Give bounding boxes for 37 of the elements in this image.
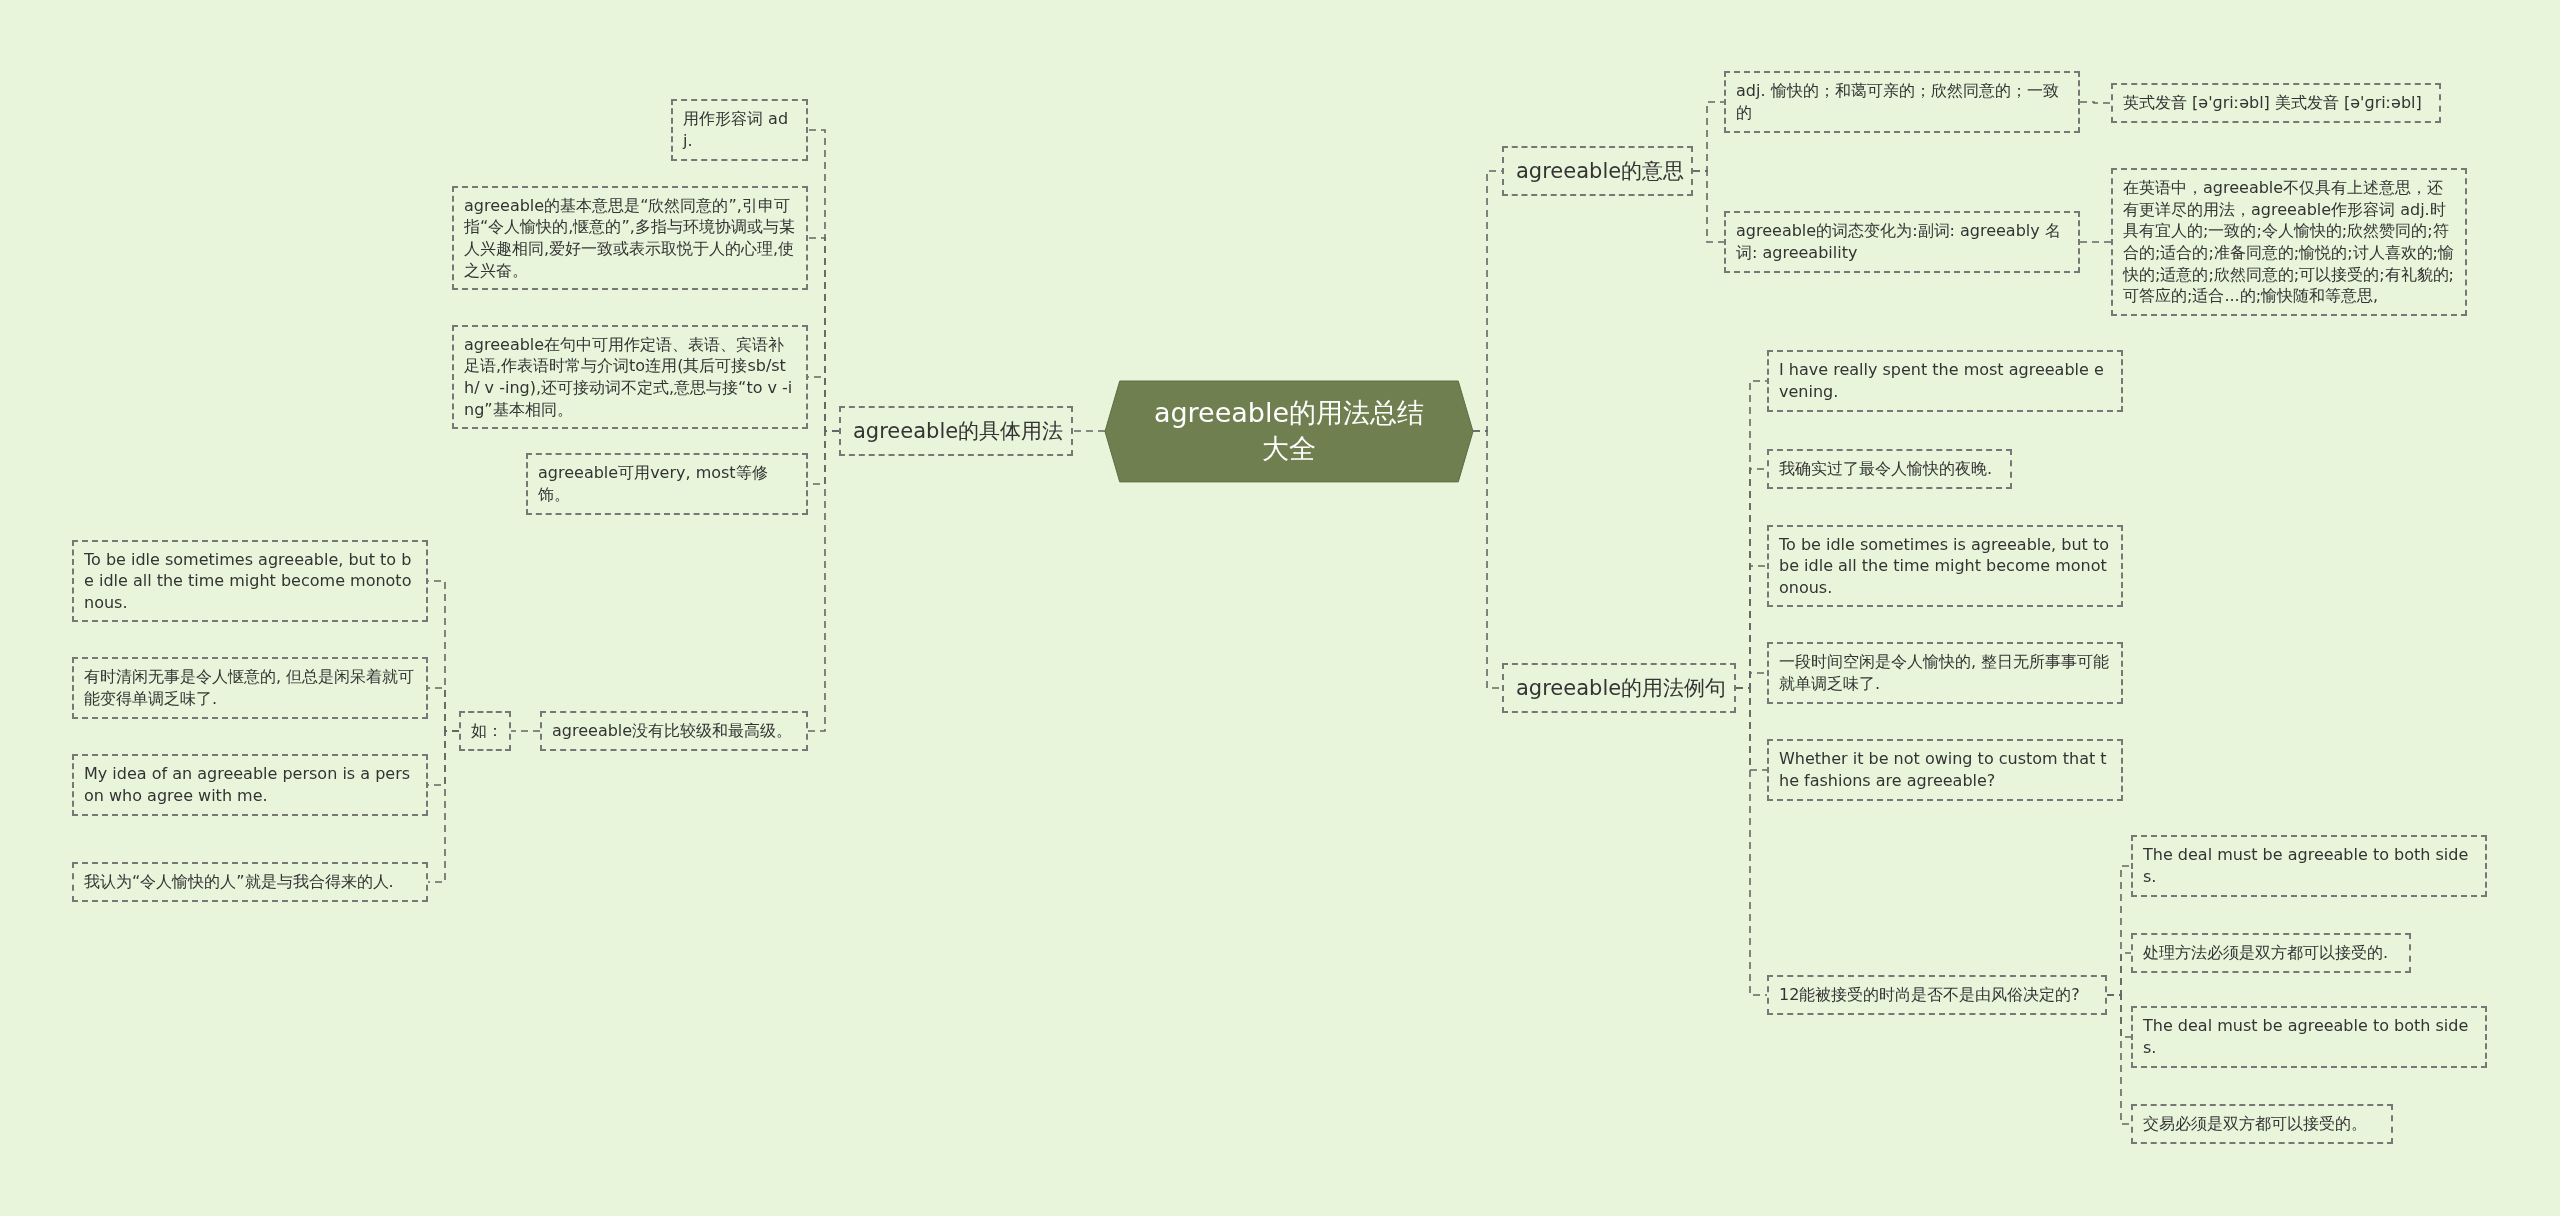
subtopic-box: agreeable没有比较级和最高级。: [540, 711, 808, 751]
subtopic-box: To be idle sometimes is agreeable, but to be idle all the time might become monotonous.: [1767, 524, 2123, 608]
subtopic-box: 我认为“令人愉快的人”就是与我合得来的人.: [72, 862, 428, 902]
subtopic-box: 英式发音 [ə'ɡriːəbl] 美式发音 [ə'ɡriːəbl]: [2111, 83, 2441, 123]
connector-line: [1735, 687, 1768, 996]
subtopic-box: 我确实过了最令人愉快的夜晚.: [1767, 449, 2012, 489]
subtopic-box: agreeable在句中可用作定语、表语、宾语补足语,作表语时常与介词to连用(其后可接sb/sth/ v -ing),还可接动词不定式,意思与接“to v -ing”基本相同。: [452, 324, 808, 430]
branch-topic: agreeable的用法例句: [1502, 662, 1736, 714]
connector-line: [1692, 170, 1725, 243]
subtopic-box: To be idle sometimes agreeable, but to be idle all the time might become monotonous.: [72, 539, 428, 623]
subtopic-box: 交易必须是双方都可以接受的。: [2131, 1104, 2393, 1144]
subtopic-box: 处理方法必须是双方都可以接受的.: [2131, 933, 2411, 973]
subtopic-box: The deal must be agreeable to both sides.: [2131, 835, 2487, 897]
subtopic-box: 有时清闲无事是令人惬意的, 但总是闲呆着就可能变得单调乏味了.: [72, 657, 428, 719]
subtopic-box: agreeable的词态变化为:副词: agreeably 名词: agreeability: [1724, 211, 2080, 273]
subtopic-box: 一段时间空闲是令人愉快的, 整日无所事事可能就单调乏味了.: [1767, 642, 2123, 704]
subtopic-box: I have really spent the most agreeable evening.: [1767, 350, 2123, 412]
connector-line: [807, 430, 840, 732]
connector-line: [2079, 101, 2112, 104]
branch-topic: agreeable的具体用法: [839, 405, 1073, 457]
subtopic-box: agreeable的基本意思是“欣然同意的”,引申可指“令人愉快的,惬意的”,多指与环境协调或与某人兴趣相同,爱好一致或表示取悦于人的心理,使之兴奋。: [452, 185, 808, 291]
subtopic-box: The deal must be agreeable to both sides.: [2131, 1006, 2487, 1068]
subtopic-box: 12能被接受的时尚是否不是由风俗决定的?: [1767, 975, 2107, 1015]
central-topic-text: agreeable的用法总结大全: [1153, 396, 1425, 464]
branch-topic: agreeable的意思: [1502, 145, 1693, 197]
subtopic-box: 用作形容词 adj.: [671, 99, 808, 161]
connector-line: [510, 730, 541, 732]
subtopic-box: adj. 愉快的；和蔼可亲的；欣然同意的；一致的: [1724, 71, 2080, 133]
subtopic-box: Whether it be not owing to custom that the fashions are agreeable?: [1767, 739, 2123, 801]
subtopic-box: 如：: [459, 711, 511, 751]
connector-line: [2106, 994, 2132, 1125]
subtopic-box: My idea of an agreeable person is a person who agree with me.: [72, 754, 428, 816]
connector-line: [2079, 241, 2112, 243]
subtopic-box: agreeable可用very, most等修饰。: [526, 453, 808, 515]
connector-line: [427, 730, 460, 883]
connector-line: [1072, 430, 1106, 432]
subtopic-box: 在英语中，agreeable不仅具有上述意思，还有更详尽的用法，agreeable作形容词 adj.时具有宜人的;一致的;令人愉快的;欣然赞同的;符合的;适合的;准备同意的;愉悦的;讨人喜欢的;愉快的;适意的;欣然同意的;可以接受的;有礼貌的;可答应的;适合...的;愉快随和等意思,: [2111, 168, 2467, 316]
